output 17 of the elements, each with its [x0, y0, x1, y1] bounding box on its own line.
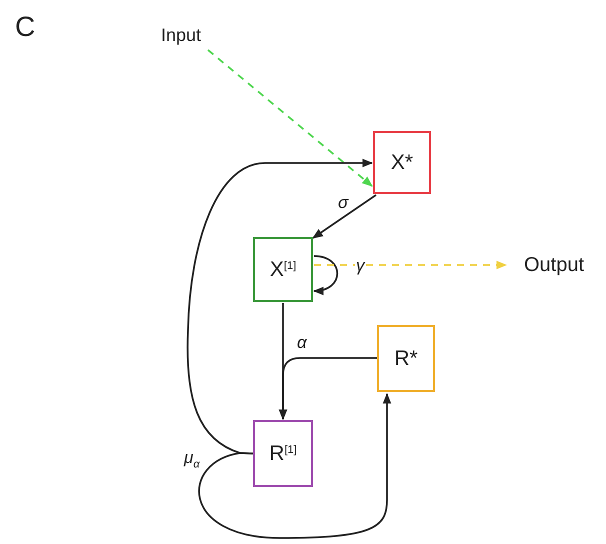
- state-box: [253, 237, 313, 302]
- arrow: [312, 194, 376, 239]
- state-label: X$^{[1]}$: [270, 258, 296, 282]
- input-label: Input: [160, 24, 202, 46]
- state-box: [373, 131, 431, 194]
- state-box: [377, 325, 435, 392]
- dashed-arrow: [207, 49, 373, 187]
- dashed-arrow: [314, 260, 508, 270]
- state-label: X*: [390, 150, 414, 174]
- output-label: Output: [524, 254, 584, 276]
- state-box: [253, 420, 313, 487]
- arrow: [278, 357, 377, 420]
- arrow: [312, 255, 338, 294]
- state-label: R$^{[1]}$: [269, 442, 297, 466]
- arrow: [186, 158, 374, 454]
- arrow: [198, 392, 392, 539]
- state-label: R*: [394, 346, 418, 370]
